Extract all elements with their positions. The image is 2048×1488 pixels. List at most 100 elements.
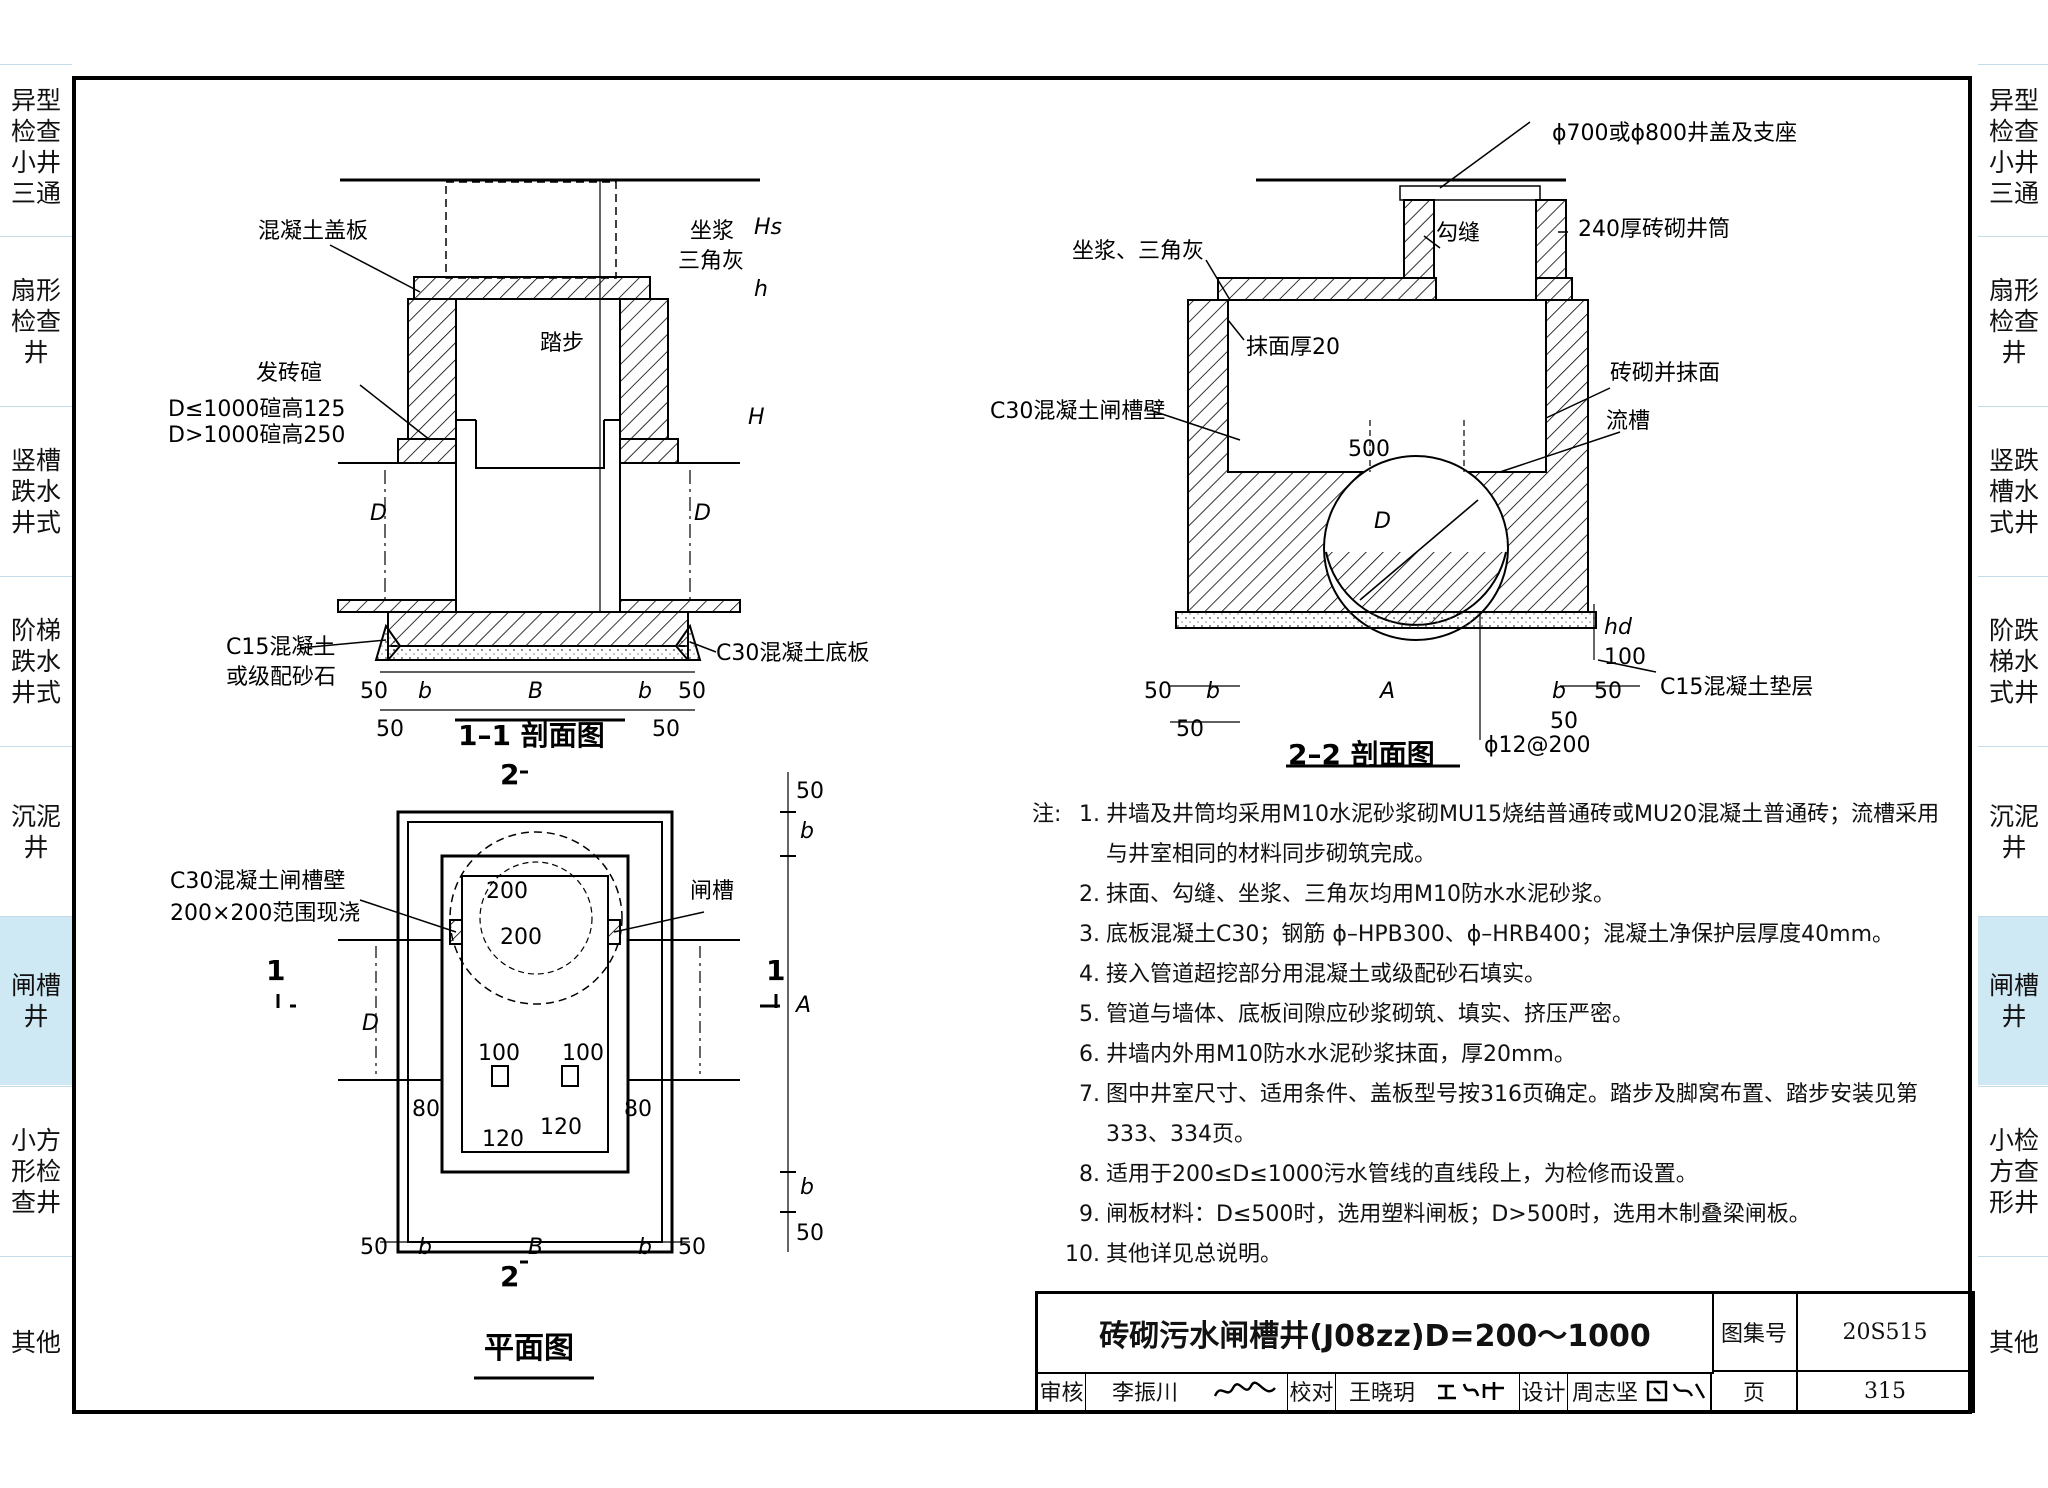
note-number: 2. [1079, 882, 1100, 907]
label-rebar: ϕ12@200 [1484, 733, 1591, 758]
left-tab-6[interactable]: 闸槽井 [0, 916, 72, 1085]
notes-prefix: 注: [1032, 802, 1062, 827]
note-number: 5. [1079, 1002, 1100, 1027]
left-tab-4[interactable]: 阶梯跌水井式 [0, 576, 72, 745]
atlas-label: 图集号 [1712, 1294, 1798, 1372]
atlas-number: 20S515 [1798, 1294, 1972, 1372]
note-item: 6.井墙内外用M10防水水泥砂浆抹面，厚20mm。 [1028, 1035, 1928, 1075]
dim-50-a: 50 [360, 679, 388, 704]
section-1-1-labels: 混凝土盖板 坐浆 三角灰 踏步 发砖碹 D≤1000碹高125 D>1000碹高… [168, 215, 869, 752]
note-text: 井墙内外用M10防水水泥砂浆抹面，厚20mm。 [1106, 1042, 1576, 1067]
note-number: 1. [1079, 802, 1100, 827]
page-number: 315 [1864, 1378, 1906, 1404]
drawing-title: 砖砌污水闸槽井(J08zz)D=200～1000 [1038, 1294, 1714, 1374]
dim-80-b: 80 [624, 1097, 652, 1122]
note-text: 333、334页。 [1106, 1122, 1256, 1147]
label-c15b: 或级配砂石 [226, 665, 336, 690]
right-tab-6[interactable]: 闸槽井 [1978, 916, 2048, 1085]
left-tab-2[interactable]: 扇形检查井 [0, 236, 72, 405]
label-mortar: 坐浆 [690, 219, 734, 244]
dim-50-p1: 50 [796, 779, 824, 804]
label-H: H [748, 405, 765, 430]
label-h-small: h [754, 277, 768, 302]
label-cap-rule2: D>1000碹高250 [168, 423, 345, 448]
left-tab-8[interactable]: 其他 [0, 1256, 72, 1427]
section-mark-2-bottom: 2 [500, 1260, 519, 1293]
right-tab-4[interactable]: 阶跌梯水式井 [1978, 576, 2048, 745]
dim-b-p2: b [800, 1175, 814, 1200]
right-tab-3[interactable]: 竖跌槽水式井 [1978, 406, 2048, 575]
right-tab-5[interactable]: 沉泥井 [1978, 746, 2048, 917]
label-triangle: 三角灰 [678, 249, 744, 274]
note-item: 与井室相同的材料同步砌筑完成。 [1028, 835, 1928, 875]
dim-100-b: 100 [562, 1041, 604, 1066]
dim-B: B [528, 679, 543, 704]
review-label: 审核 [1038, 1372, 1086, 1410]
label-cover-spec: ϕ700或ϕ800井盖及支座 [1552, 121, 1797, 146]
section-2-2 [1149, 121, 1657, 768]
title-block: 砖砌污水闸槽井(J08zz)D=200～1000 图集号 20S515 审核 李… [1035, 1291, 1975, 1413]
note-text: 与井室相同的材料同步砌筑完成。 [1106, 842, 1437, 867]
left-tab-strip: 异型检查小井三通扇形检查井竖槽跌水井式阶梯跌水井式沉泥井闸槽井小方形检查井其他 [0, 0, 72, 1488]
label-step: 踏步 [540, 331, 584, 356]
dim-b-p4: b [638, 1235, 652, 1260]
checker-name: 王晓玥 [1348, 1381, 1415, 1406]
dim-50-p4: 50 [678, 1235, 706, 1260]
right-tab-7[interactable]: 小检方查形井 [1978, 1086, 2048, 1255]
note-item: 2.抹面、勾缝、坐浆、三角灰均用M10防水水泥砂浆。 [1028, 875, 1928, 915]
dim-50-e: 50 [1144, 679, 1172, 704]
designer-name: 周志坚 [1571, 1381, 1638, 1406]
label-D-right: D [694, 501, 711, 526]
dim-50-c: 50 [376, 717, 404, 742]
right-tab-8[interactable]: 其他 [1978, 1256, 2048, 1427]
dim-50-g: 50 [1550, 709, 1578, 734]
label-c15: C15混凝土 [226, 635, 335, 660]
note-item: 10.其他详见总说明。 [1028, 1235, 1928, 1275]
reviewer-signature [1204, 1372, 1288, 1410]
label-plan-groove: 闸槽 [690, 879, 734, 904]
note-item: 333、334页。 [1028, 1115, 1928, 1155]
label-c15-pad: C15混凝土垫层 [1660, 675, 1813, 700]
note-item: 3.底板混凝土C30；钢筋 ϕ–HPB300、ϕ–HRB400；混凝土净保护层厚… [1028, 915, 1928, 955]
right-tab-1[interactable]: 异型检查小井三通 [1978, 64, 2048, 229]
label-D-pipe: D [1374, 509, 1391, 534]
dim-120-a: 120 [482, 1127, 524, 1152]
label-brick-face: 砖砌并抹面 [1610, 361, 1720, 386]
label-c30-base: C30混凝土底板 [716, 641, 869, 666]
note-number: 7. [1079, 1082, 1100, 1107]
dim-100-a: 100 [478, 1041, 520, 1066]
label-plan-D: D [362, 1011, 379, 1036]
note-text: 闸板材料：D≤500时，选用塑料闸板；D>500时，选用木制叠梁闸板。 [1106, 1202, 1811, 1227]
section-2-2-labels: ϕ700或ϕ800井盖及支座 240厚砖砌井筒 坐浆、三角灰 勾缝 抹面厚20 … [990, 121, 1813, 771]
label-joint: 勾缝 [1436, 221, 1480, 246]
dim-b-p1: b [800, 819, 814, 844]
note-number: 10. [1065, 1242, 1100, 1267]
section-mark-2-top: 2 [500, 758, 519, 791]
label-D-left: D [370, 501, 387, 526]
note-number [1028, 835, 1100, 875]
dim-b-right: b [638, 679, 652, 704]
label-100: 100 [1604, 645, 1646, 670]
left-tab-7[interactable]: 小方形检查井 [0, 1086, 72, 1255]
label-channel: 流槽 [1606, 409, 1650, 434]
note-number: 6. [1079, 1042, 1100, 1067]
note-number: 4. [1079, 962, 1100, 987]
note-text: 适用于200≤D≤1000污水管线的直线段上，为检修而设置。 [1106, 1162, 1698, 1187]
right-tab-2[interactable]: 扇形检查井 [1978, 236, 2048, 405]
left-tab-1[interactable]: 异型检查小井三通 [0, 64, 72, 229]
label-plan-A: A [794, 993, 811, 1018]
plan-labels: C30混凝土闸槽壁 200×200范围现浇 闸槽 200 200 100 100… [170, 758, 824, 1366]
left-tab-5[interactable]: 沉泥井 [0, 746, 72, 917]
dim-A: A [1378, 679, 1395, 704]
dim-200-b: 200 [500, 925, 542, 950]
note-item: 5.管道与墙体、底板间隙应砂浆砌筑、填实、挤压严密。 [1028, 995, 1928, 1035]
dim-b-2l: b [1206, 679, 1220, 704]
note-text: 井墙及井筒均采用M10水泥砂浆砌MU15烧结普通砖或MU20混凝土普通砖；流槽采… [1106, 802, 1940, 827]
label-mortar-tri: 坐浆、三角灰 [1072, 239, 1204, 264]
label-c30-wall: C30混凝土闸槽壁 [990, 399, 1165, 424]
label-brick-cap: 发砖碹 [256, 361, 322, 386]
left-tab-3[interactable]: 竖槽跌水井式 [0, 406, 72, 575]
note-number [1028, 1115, 1100, 1155]
label-500: 500 [1348, 437, 1390, 462]
